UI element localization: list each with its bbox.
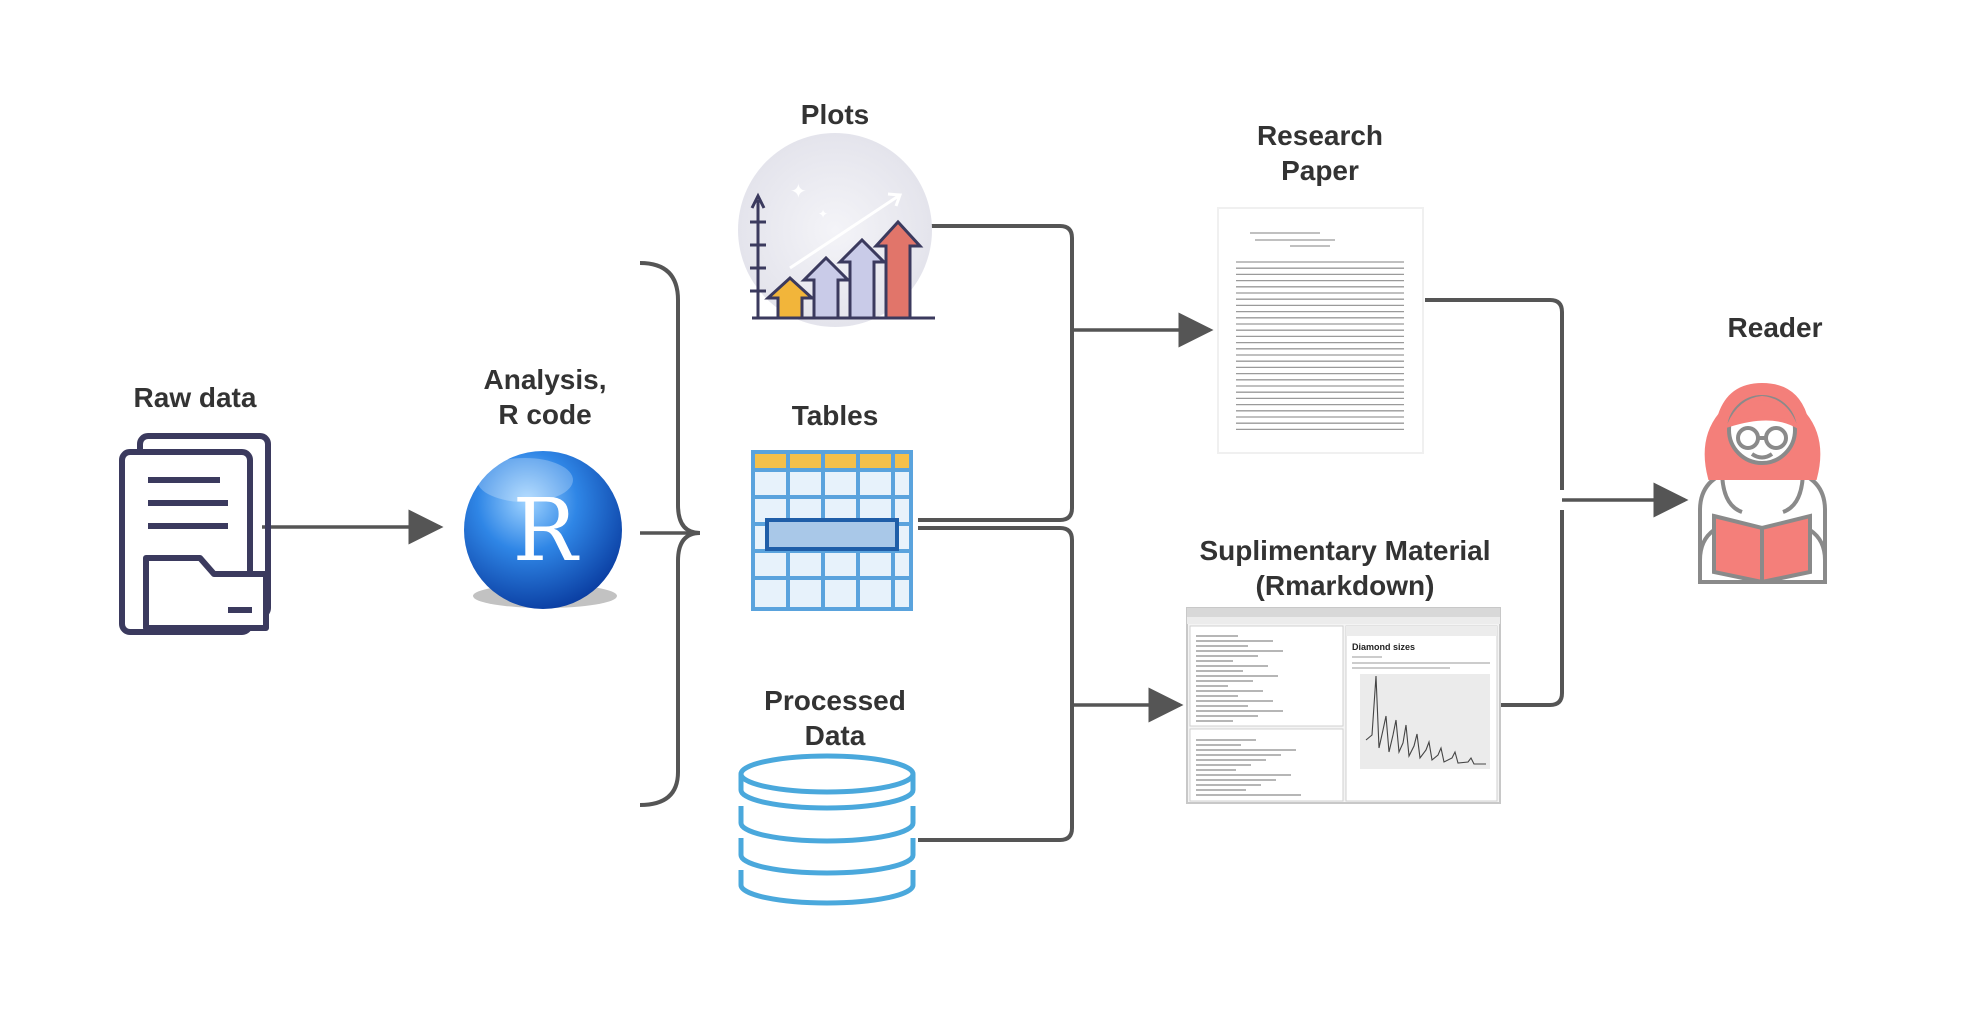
connector-plots <box>930 224 1074 320</box>
connector-tables-top <box>918 320 1074 522</box>
connector-paper-reader <box>1425 298 1564 490</box>
diamond-sizes-curve <box>1365 675 1486 765</box>
plots-chart-icon: ✦ ✦ <box>738 133 935 327</box>
reader-person-icon <box>1698 382 1827 585</box>
processed-data-label: Processed Data <box>764 685 906 751</box>
reader-label: Reader <box>1727 312 1823 343</box>
supplementary-material-label: Suplimentary Material (Rmarkdown) <box>1199 535 1491 601</box>
raw-data-folder-icon <box>119 433 271 635</box>
connector-tables-bottom <box>918 526 1074 705</box>
connectors <box>262 224 1689 842</box>
svg-text:✦: ✦ <box>790 179 807 203</box>
research-paper-label: Research Paper <box>1256 120 1384 186</box>
raw-data-label: Raw data <box>133 382 257 413</box>
connector-supp-reader <box>1500 510 1564 707</box>
analysis-label: Analysis, R code <box>483 364 607 430</box>
tables-grid-icon <box>751 450 913 611</box>
svg-text:✦: ✦ <box>818 207 828 221</box>
database-icon <box>738 753 916 906</box>
r-logo-letter: R <box>513 481 580 581</box>
tables-label: Tables <box>791 400 879 431</box>
rstudio-screenshot-thumbnail: Diamond sizes <box>1186 607 1501 804</box>
plots-label: Plots <box>800 99 870 130</box>
rmarkdown-title: Diamond sizes <box>1352 642 1415 652</box>
research-paper-thumbnail <box>1217 207 1424 454</box>
r-logo-icon: R <box>464 451 622 609</box>
connector-processed <box>918 705 1074 842</box>
